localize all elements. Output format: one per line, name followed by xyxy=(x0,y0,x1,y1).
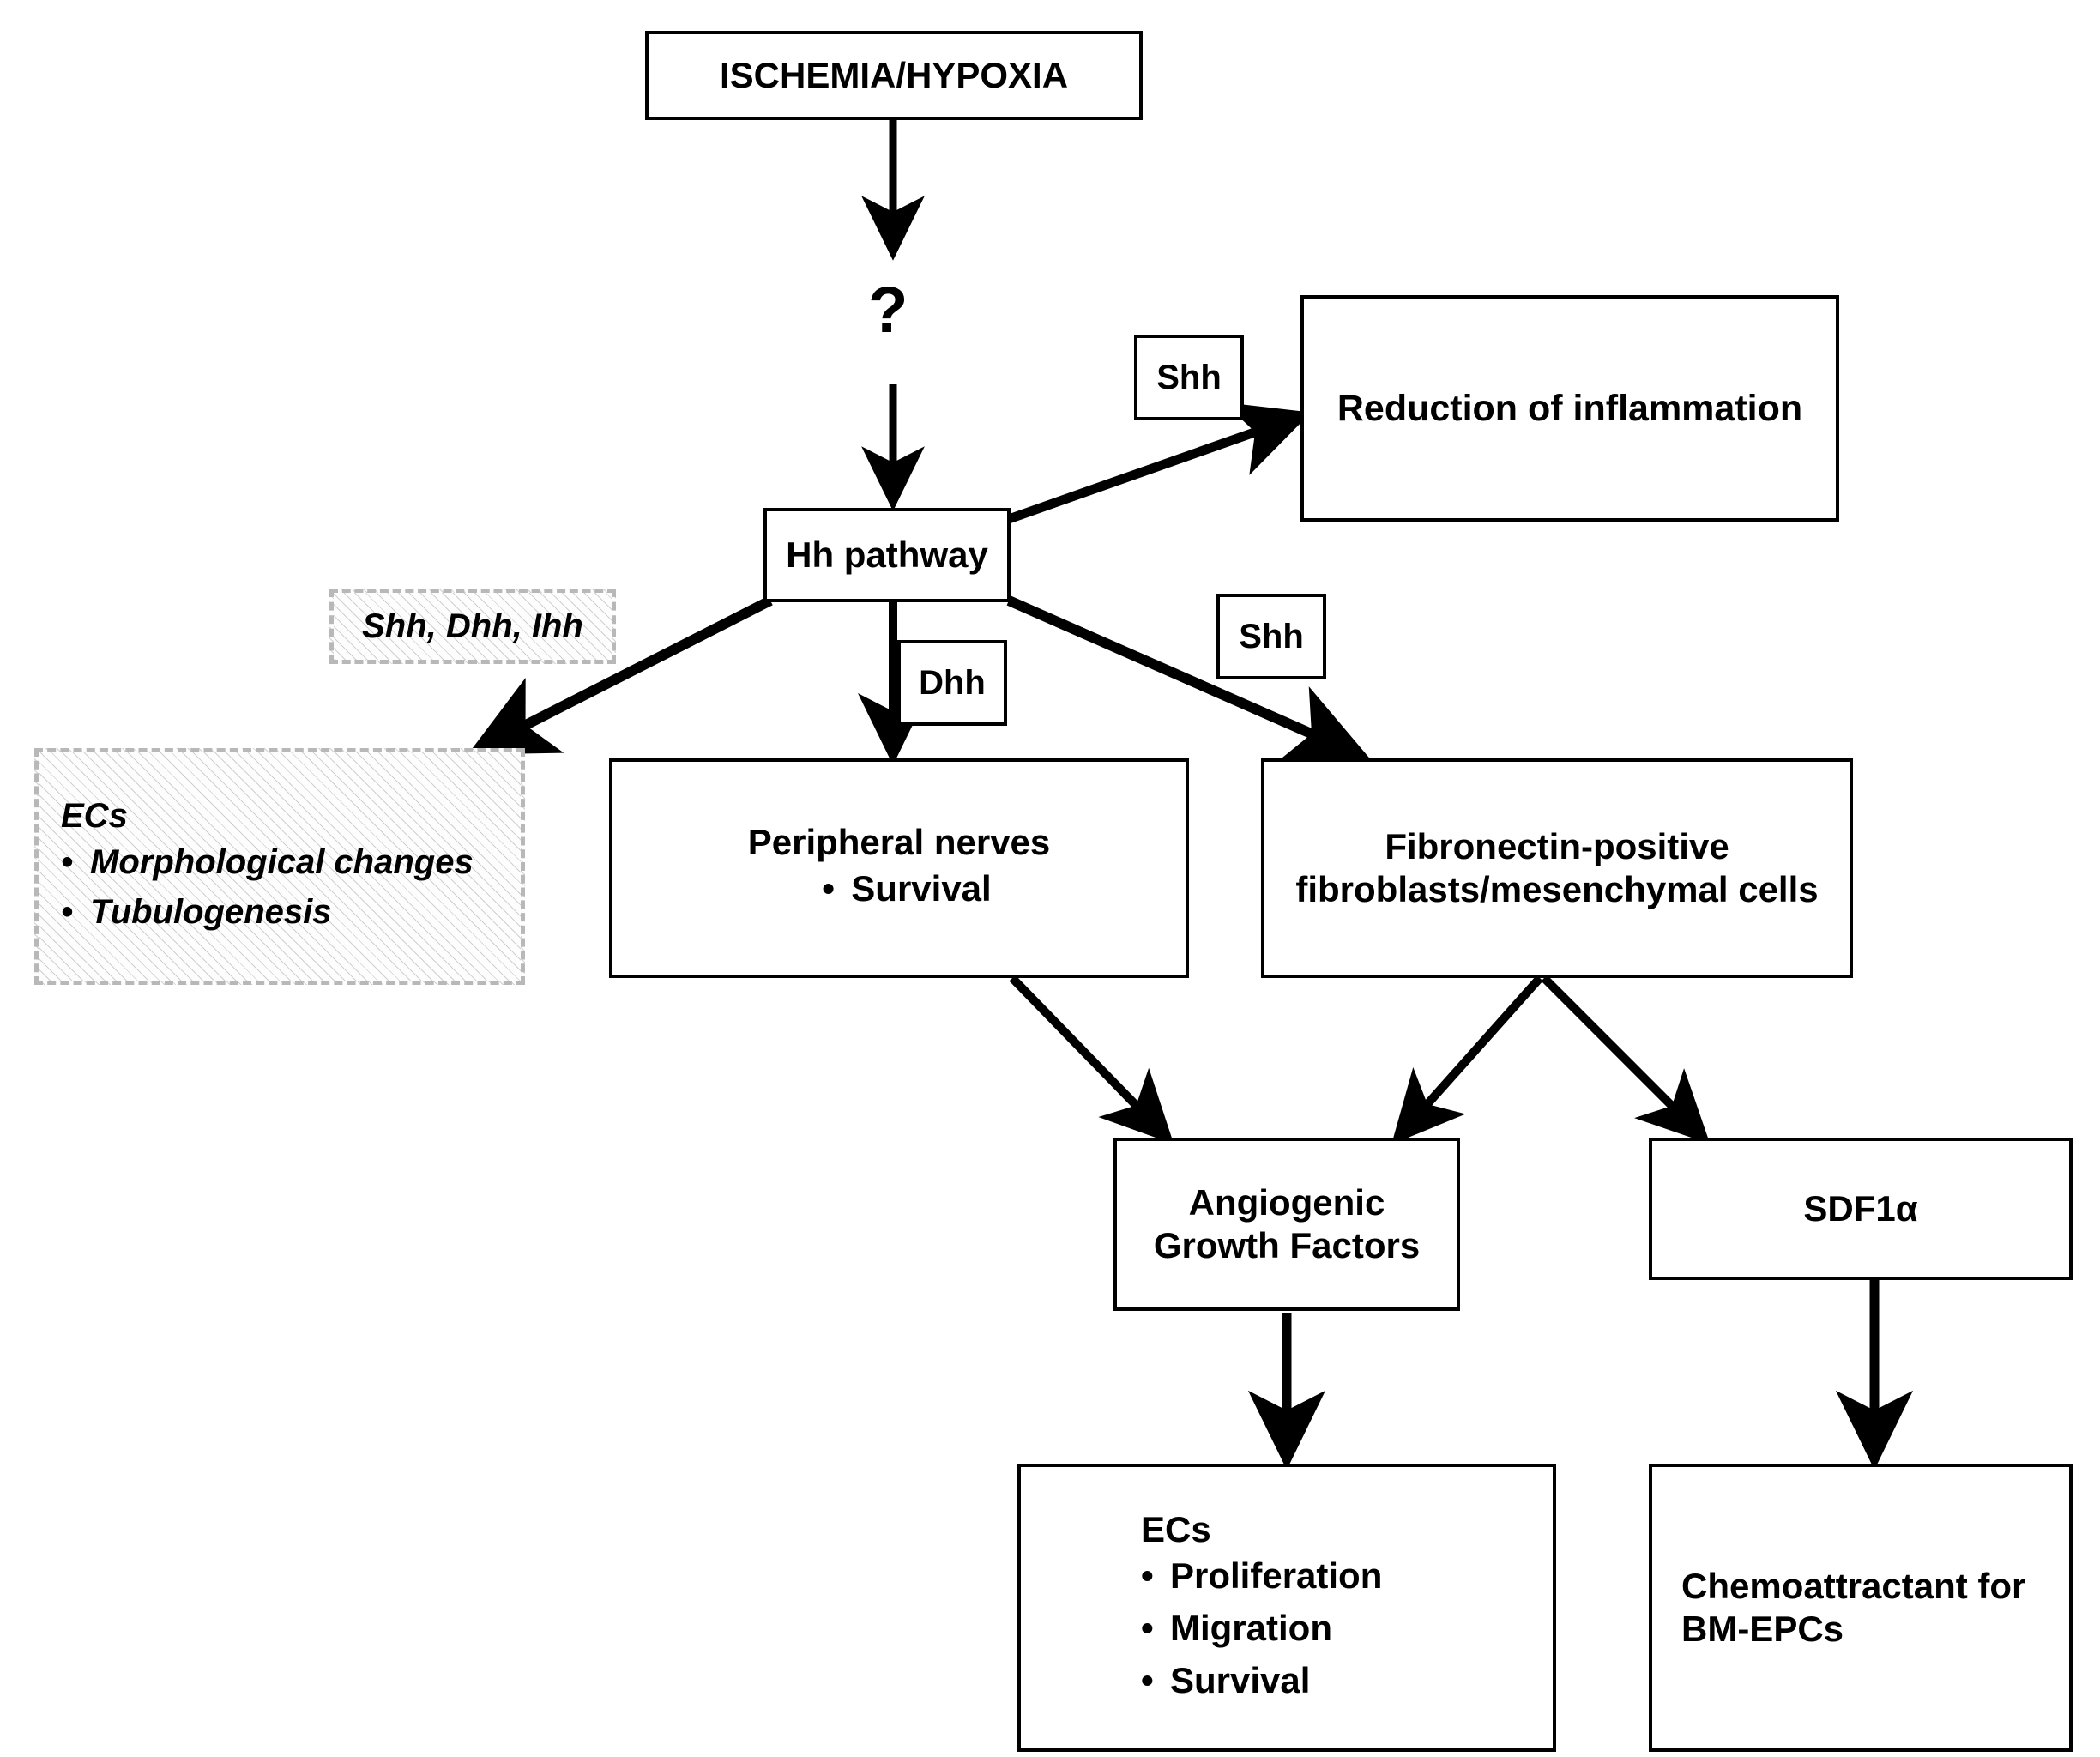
edge-label-dhh-text: Dhh xyxy=(919,663,986,702)
bullet-glyph: • xyxy=(61,892,74,931)
node-angiogenic-growth-factors[interactable]: Angiogenic Growth Factors xyxy=(1113,1138,1460,1311)
node-ecs-lower-bullet-0-text: Proliferation xyxy=(1170,1555,1383,1597)
node-chemoattractant-bm-epcs-line2: BM-EPCs xyxy=(1681,1609,1844,1649)
arrow-fibroblasts-to-sdf1a xyxy=(1541,975,1711,1144)
node-sdf1a-label: SDF1α xyxy=(1803,1188,1918,1229)
node-ecs-lower-bullet-0: • Proliferation xyxy=(1141,1550,1382,1603)
node-ecs-upper[interactable]: ECs • Morphological changes • Tubulogene… xyxy=(34,748,525,985)
bullet-glyph: • xyxy=(61,842,74,881)
node-peripheral-nerves-title: Peripheral nerves xyxy=(747,821,1051,862)
node-ecs-upper-bullet-0-text: Morphological changes xyxy=(90,842,474,881)
node-peripheral-nerves[interactable]: Peripheral nerves • Survival xyxy=(609,758,1189,978)
arrow-nerves-to-growthfactors xyxy=(1009,975,1174,1144)
edge-label-shh-right-text: Shh xyxy=(1239,617,1304,655)
node-peripheral-nerves-bullet-0-text: Survival xyxy=(851,868,992,909)
node-chemoattractant-bm-epcs-line1: Chemoattractant for xyxy=(1681,1566,2026,1607)
bullet-glyph: • xyxy=(1141,1608,1154,1649)
node-ecs-upper-bullet-1: • Tubulogenesis xyxy=(61,887,332,937)
node-angiogenic-growth-factors-line1: Angiogenic xyxy=(1188,1182,1385,1223)
node-ecs-lower-bullet-1: • Migration xyxy=(1141,1603,1332,1655)
node-ecs-lower-title: ECs xyxy=(1141,1508,1211,1549)
bullet-glyph: • xyxy=(822,868,835,909)
arrow-hh-to-inflammation xyxy=(1007,402,1312,524)
node-ecs-lower-bullet-2-text: Survival xyxy=(1170,1660,1311,1701)
node-ecs-lower-bullet-2: • Survival xyxy=(1141,1655,1310,1707)
node-ecs-lower-bullet-1-text: Migration xyxy=(1170,1608,1332,1649)
node-angiogenic-growth-factors-line2: Growth Factors xyxy=(1153,1225,1421,1265)
node-ecs-upper-title: ECs xyxy=(61,797,128,836)
node-fibronectin-positive-fibroblasts[interactable]: Fibronectin-positive fibroblasts/mesench… xyxy=(1261,758,1853,978)
node-chemoattractant-bm-epcs[interactable]: Chemoattractant for BM-EPCs xyxy=(1649,1464,2073,1752)
node-hh-pathway-label: Hh pathway xyxy=(786,534,988,576)
node-ecs-upper-bullet-1-text: Tubulogenesis xyxy=(90,892,332,931)
node-fibronectin-positive-fibroblasts-line1: Fibronectin-positive xyxy=(1385,826,1729,867)
node-fibronectin-positive-fibroblasts-line2: fibroblasts/mesenchymal cells xyxy=(1295,869,1819,909)
node-hh-pathway[interactable]: Hh pathway xyxy=(763,508,1011,602)
node-ecs-lower[interactable]: ECs • Proliferation • Migration • Surviv… xyxy=(1017,1464,1556,1752)
edge-label-shh-top[interactable]: Shh xyxy=(1134,335,1244,420)
edge-label-shh-dhh-ihh-text: Shh, Dhh, Ihh xyxy=(362,607,583,645)
node-sdf1a[interactable]: SDF1α xyxy=(1649,1138,2073,1280)
node-reduction-of-inflammation-label: Reduction of inflammation xyxy=(1337,387,1803,429)
bullet-glyph: • xyxy=(1141,1555,1154,1597)
node-reduction-of-inflammation[interactable]: Reduction of inflammation xyxy=(1300,295,1839,522)
edge-label-shh-dhh-ihh[interactable]: Shh, Dhh, Ihh xyxy=(329,589,616,664)
node-peripheral-nerves-bullet-0: • Survival xyxy=(806,863,991,915)
edge-label-shh-right[interactable]: Shh xyxy=(1216,594,1326,679)
arrow-fibroblasts-to-growthfactors xyxy=(1391,975,1543,1144)
node-ecs-upper-bullet-0: • Morphological changes xyxy=(61,837,474,887)
bullet-glyph: • xyxy=(1141,1660,1154,1701)
edge-label-shh-top-text: Shh xyxy=(1156,358,1222,396)
edge-label-dhh[interactable]: Dhh xyxy=(897,640,1007,726)
question-mark-symbol: ? xyxy=(868,274,908,347)
node-ischemia-hypoxia[interactable]: ISCHEMIA/HYPOXIA xyxy=(645,31,1143,120)
node-ischemia-hypoxia-label: ISCHEMIA/HYPOXIA xyxy=(719,55,1069,96)
